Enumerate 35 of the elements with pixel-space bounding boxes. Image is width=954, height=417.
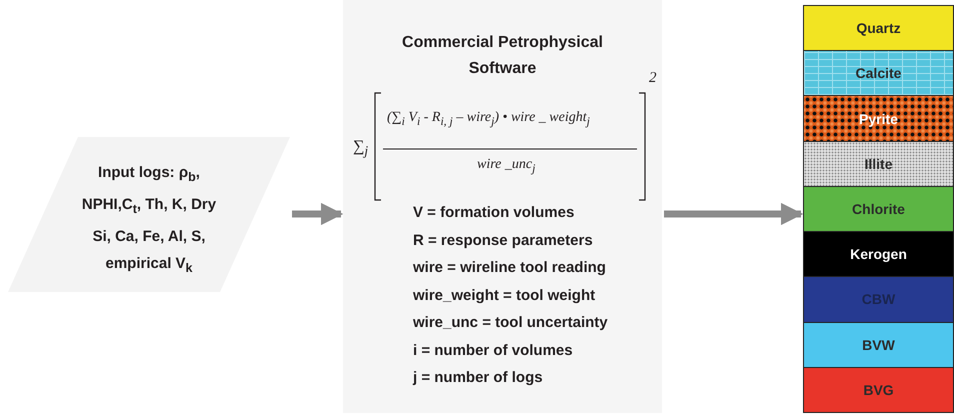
formula-text: (∑$_{i}$ V$_{i}$ - R$_{i, j}$ – wire$_{j}$) • wire _ weight$_{j}$ xyxy=(387,110,590,128)
mineral-layer xyxy=(804,51,953,96)
definition-text: j = number of logs xyxy=(413,369,543,386)
formula-text: ∑$_{j}$ xyxy=(353,138,368,160)
definition-text: i = number of volumes xyxy=(413,342,573,358)
definition-text: R = response parameters xyxy=(413,232,593,248)
layer-label: Calcite xyxy=(856,65,902,82)
mineral-layer xyxy=(804,232,953,278)
software-panel xyxy=(343,0,662,413)
mineral-layer xyxy=(804,186,953,232)
mineral-layer xyxy=(804,368,953,413)
definition-text: wire_weight = tool weight xyxy=(413,286,596,304)
layer-label: BVG xyxy=(863,382,894,398)
layer-label: Chlorite xyxy=(852,200,905,217)
definition-text: V = formation volumes xyxy=(413,204,574,221)
lithology-column xyxy=(803,5,954,413)
formula-text: wire _unc$_{j}$ xyxy=(477,157,536,175)
arrow xyxy=(292,202,344,226)
layer-label: CBW xyxy=(862,291,896,308)
mineral-layer xyxy=(804,277,953,323)
layer-label: Kerogen xyxy=(850,246,907,262)
mineral-layer xyxy=(804,322,953,368)
definition-text: wire = wireline tool reading xyxy=(413,259,606,276)
layer-label: Pyrite xyxy=(859,110,898,127)
mineral-layer xyxy=(804,142,953,187)
input-text: Input logs: ρ$_{b}$, NPHI,C$_{t}$, Th, K, Dry Si, Ca, Fe, Al, S, empirical V$_{k}$ xyxy=(80,163,218,277)
exponent: 2 xyxy=(649,70,656,87)
definition-text: wire_unc = tool uncertainty xyxy=(413,314,608,331)
arrow xyxy=(664,202,804,226)
mineral-layer xyxy=(804,6,953,52)
panel-title: Commercial Petrophysical Software xyxy=(401,33,604,79)
layer-label: Illite xyxy=(864,156,892,172)
layer-label: BVW xyxy=(862,336,895,353)
mineral-layer xyxy=(804,96,953,142)
layer-label: Quartz xyxy=(856,20,901,36)
